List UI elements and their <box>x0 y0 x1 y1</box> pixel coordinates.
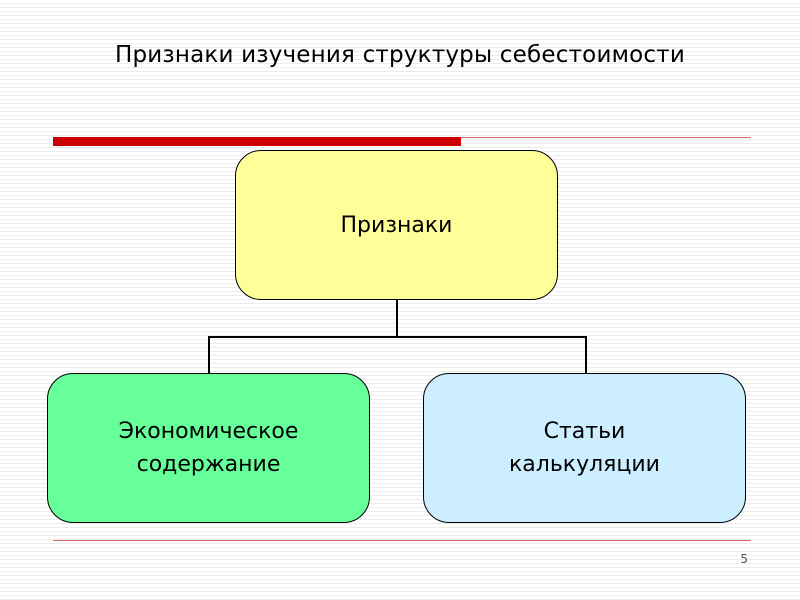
node-right-label-line-1: Статьи <box>543 419 626 444</box>
slide-title: Признаки изучения структуры себестоимост… <box>114 42 686 68</box>
diagram-node-economic-content: Экономическое содержание <box>47 373 370 523</box>
node-left-label-line-1: Экономическое <box>118 419 299 444</box>
node-left-label-line-2: содержание <box>136 452 281 477</box>
title-accent-bar <box>53 137 461 146</box>
title-accent-line <box>461 137 751 138</box>
node-root-label: Признаки <box>340 212 453 238</box>
footer-accent-line <box>53 540 751 541</box>
page-number: 5 <box>740 552 748 566</box>
diagram-node-root: Признаки <box>235 150 558 300</box>
diagram-node-cost-items: Статьи калькуляции <box>423 373 746 523</box>
node-right-label-line-2: калькуляции <box>509 452 660 477</box>
